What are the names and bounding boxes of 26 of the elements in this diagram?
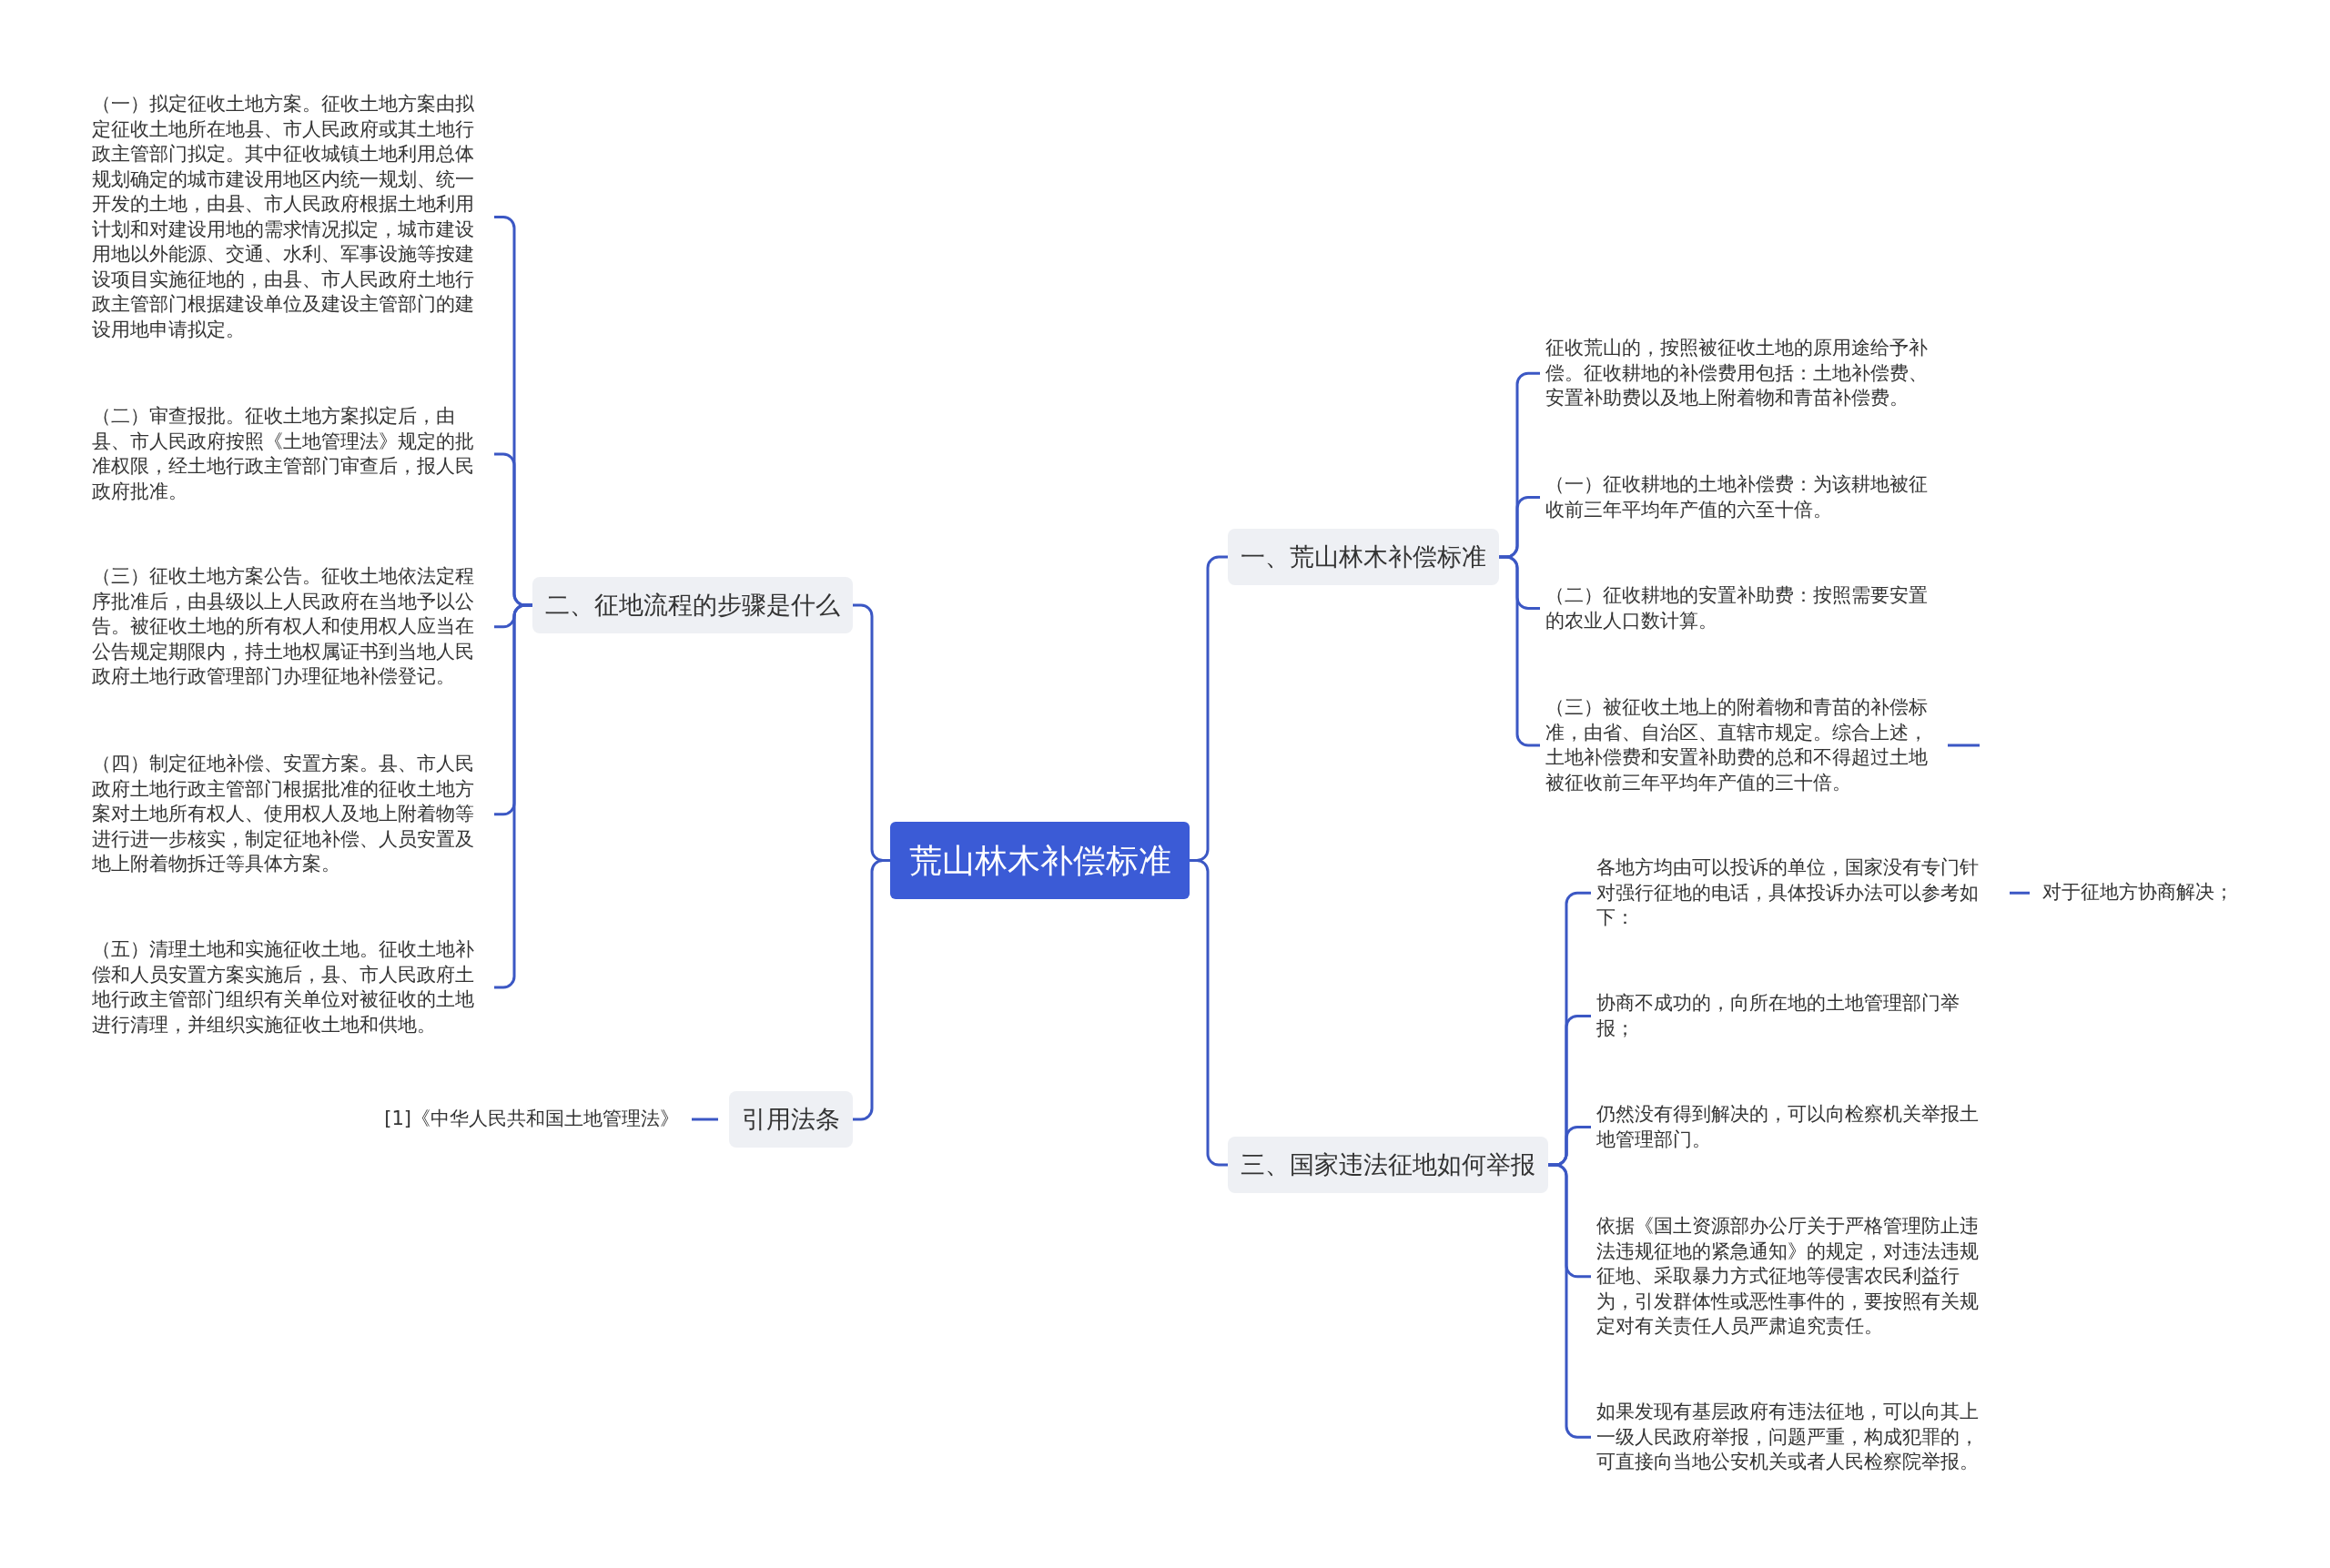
note-text: 对于征地方协商解决； [2037, 876, 2239, 909]
connector-line [692, 1118, 718, 1121]
note-text: [1]《中华人民共和国土地管理法》 [379, 1103, 684, 1136]
note-text: （二）审查报批。征收土地方案拟定后，由县、市人民政府按照《土地管理法》规定的批准权限，经土地行政主管部门审查后，报人民政府批准。 [86, 400, 494, 508]
note-text: 仍然没有得到解决的，可以向检察机关举报土地管理部门。 [1591, 1098, 1999, 1156]
note-text: 各地方均由可以投诉的单位，国家没有专门针对强行征地的电话，具体投诉办法可以参考如下： [1591, 852, 1999, 935]
connector-line [2010, 891, 2030, 895]
note-text: 协商不成功的，向所在地的土地管理部门举报； [1591, 987, 1999, 1045]
connector-line [1190, 859, 1228, 1167]
topic-box: 引用法条 [729, 1091, 853, 1148]
topic-box: 一、荒山林木补偿标准 [1228, 529, 1499, 585]
central-topic: 荒山林木补偿标准 [890, 822, 1190, 899]
note-text: （三）被征收土地上的附着物和青苗的补偿标准，由省、自治区、直辖市规定。综合上述，土地补偿费和安置补助费的总和不得超过土地被征收前三年平均年产值的三十倍。 [1540, 692, 1948, 799]
connector-line [853, 859, 890, 1121]
note-text: （一）征收耕地的土地补偿费：为该耕地被征收前三年平均年产值的六至十倍。 [1540, 469, 1948, 526]
note-text: （四）制定征地补偿、安置方案。县、市人民政府土地行政主管部门根据批准的征收土地方案对土地所有权人、使用权人及地上附着物等进行进一步核实，制定征地补偿、人员安置及地上附着物拆迁等具体方案。 [86, 748, 494, 881]
note-text: （一）拟定征收土地方案。征收土地方案由拟定征收土地所在地县、市人民政府或其土地行政主管部门拟定。其中征收城镇土地利用总体规划确定的城市建设用地区内统一规划、统一开发的土地，由县、市人民政府根据土地利用计划和对建设用地的需求情况拟定，城市建设用地以外能源、交通、水利、军事设施等按建设项目实施征地的，由县、市人民政府土地行政主管部门根据建设单位及建设主管部门的建设用地申请拟定。 [86, 88, 494, 346]
note-text: 征收荒山的，按照被征收土地的原用途给予补偿。征收耕地的补偿费用包括：土地补偿费、安置补助费以及地上附着物和青苗补偿费。 [1540, 332, 1948, 415]
note-text: 如果发现有基层政府有违法征地，可以向其上一级人民政府举报，问题严重，构成犯罪的，可直接向当地公安机关或者人民检察院举报。 [1591, 1396, 1999, 1479]
note-text: （三）征收土地方案公告。征收土地依法定程序批准后，由县级以上人民政府在当地予以公告。被征收土地的所有权人和使用权人应当在公告规定期限内，持土地权属证书到当地人民政府土地行政管理部门办理征地补偿登记。 [86, 561, 494, 693]
note-text: 依据《国土资源部办公厅关于严格管理防止违法违规征地的紧急通知》的规定，对违法违规征地、采取暴力方式征地等侵害农民利益行为，引发群体性或恶性事件的，要按照有关规定对有关责任人员严肃追究责任。 [1591, 1210, 1999, 1343]
note-text: （五）清理土地和实施征收土地。征收土地补偿和人员安置方案实施后，县、市人民政府土地行政主管部门组织有关单位对被征收的土地进行清理，并组织实施征收土地和供地。 [86, 934, 494, 1041]
topic-box: 二、征地流程的步骤是什么 [532, 577, 853, 633]
connector-line [1948, 744, 1980, 747]
topic-box: 三、国家违法征地如何举报 [1228, 1137, 1548, 1193]
note-text: （二）征收耕地的安置补助费：按照需要安置的农业人口数计算。 [1540, 580, 1948, 637]
